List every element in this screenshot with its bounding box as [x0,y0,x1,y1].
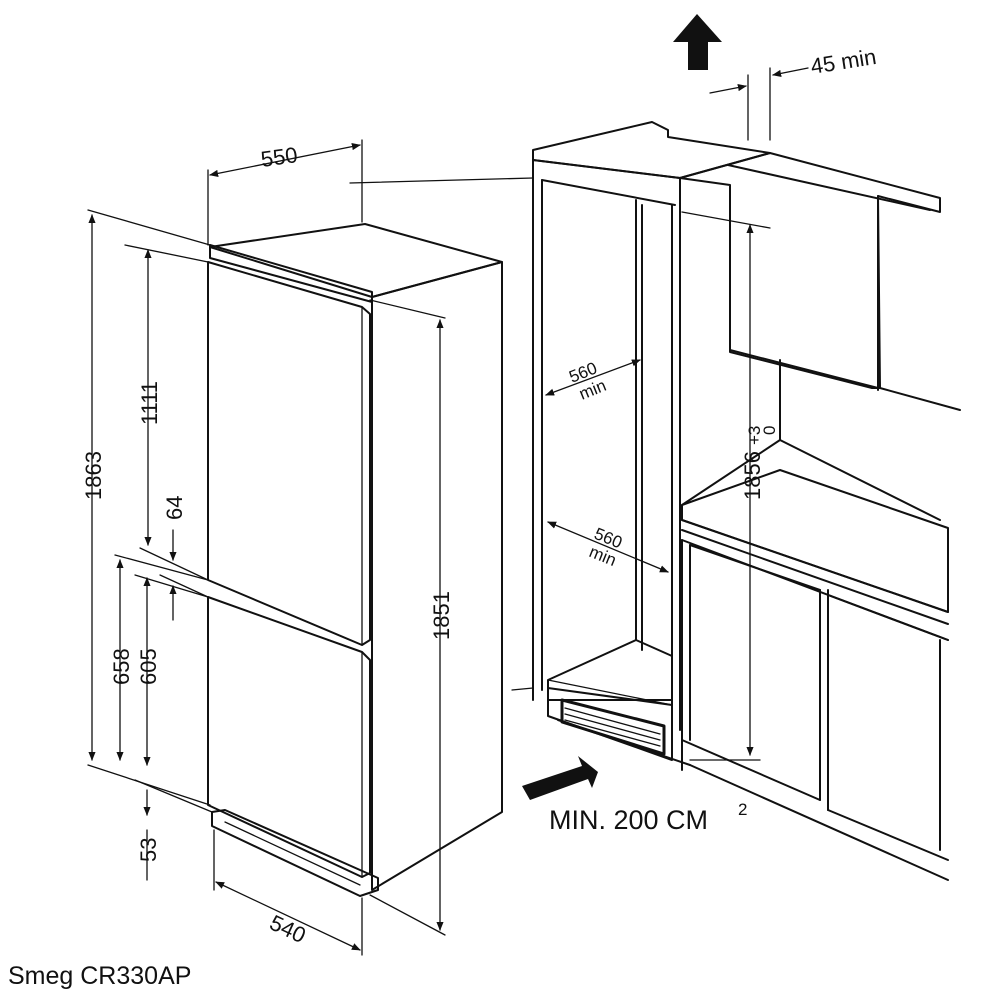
airflow-up-arrow-icon [673,14,722,70]
dim-top-vent: 45 min [809,44,878,79]
ventilation-superscript: 2 [738,800,747,819]
dim-depth-bottom: 540 [266,910,310,948]
dim-tolerance-zero: 0 [760,426,779,435]
ventilation-label: MIN. 200 CM [549,805,708,835]
dim-depth-top: 550 [259,142,299,172]
dim-tolerance-plus: +3 [745,426,764,445]
dim-total-height: 1863 [81,451,106,500]
dim-niche-height: 1856 [740,451,765,500]
airflow-in-arrow-icon [522,756,598,800]
dim-upper-door: 1111 [137,381,162,425]
fridge-appliance [207,223,503,897]
dim-body-height: 1851 [429,591,454,640]
dim-lower-door: 605 [136,648,161,685]
dim-gap: 64 [162,496,187,520]
model-caption: Smeg CR330AP [8,962,192,990]
kitchen-niche [349,121,961,881]
dimension-lines [87,67,809,956]
dim-lower-overall: 658 [109,648,134,685]
dim-plinth: 53 [136,838,161,862]
